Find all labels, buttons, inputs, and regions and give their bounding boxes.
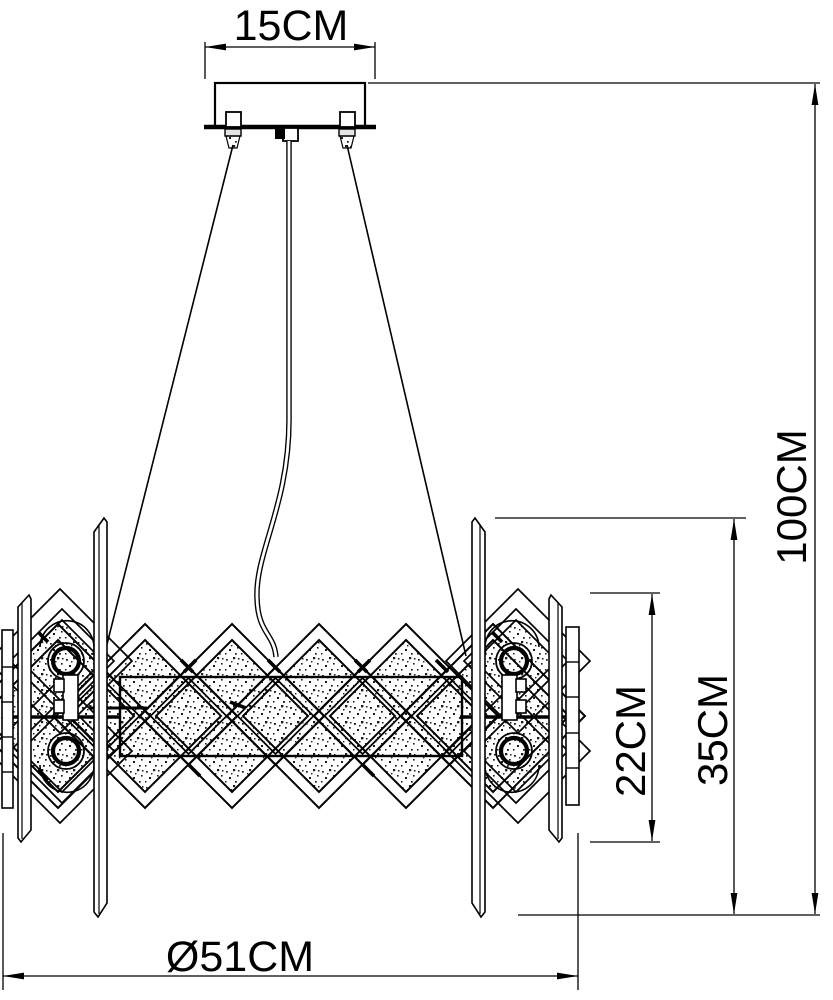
sparkle-accent — [266, 658, 282, 674]
dim-diameter-label: Ø51CM — [166, 933, 314, 981]
sparkle-accent — [186, 762, 202, 778]
sparkle-accent — [36, 768, 50, 782]
cable-riser — [225, 111, 242, 128]
lamp-ring-outer — [495, 732, 533, 770]
sparkle-accent — [360, 762, 376, 778]
sparkle-accent — [179, 658, 195, 674]
cable-gland-cone — [225, 135, 241, 149]
arrowhead — [648, 820, 656, 841]
lamp-ring-inner — [50, 735, 82, 767]
cable-riser — [339, 111, 356, 128]
bracket-lug — [53, 699, 65, 714]
glass-blade-tall — [471, 516, 486, 919]
power-cord — [254, 141, 292, 658]
cord-core — [255, 141, 291, 658]
bracket-lug — [515, 678, 527, 693]
arrowhead — [648, 594, 656, 615]
cord-block — [282, 127, 299, 142]
right-end-assembly — [460, 516, 580, 919]
dim-fixture-height-group: 35CM — [495, 517, 746, 914]
sparkle-accent — [229, 700, 247, 710]
sparkle-accent — [490, 630, 504, 644]
dim-overall-height-group: 100CM — [368, 82, 820, 916]
dimension-annotations: 15CM 100CM 35CM 22CM — [2, 2, 820, 990]
dim-band-height-group: 22CM — [590, 592, 660, 843]
dim-diameter-group: Ø51CM — [2, 833, 579, 990]
glass-blade-tall — [93, 516, 108, 919]
segmented-strip — [565, 626, 580, 806]
arrowhead — [3, 972, 24, 980]
sparkle-accent — [36, 630, 50, 644]
segmented-strip — [1, 629, 14, 809]
cable-left — [103, 144, 234, 657]
arrowhead — [354, 43, 375, 51]
arrowhead — [811, 84, 819, 105]
cord-outline — [254, 141, 292, 658]
bracket-lug — [53, 678, 65, 693]
glass-blade — [548, 593, 563, 844]
lamp-ring-inner — [498, 645, 530, 677]
bracket-body — [501, 674, 518, 721]
dim-band-height-label: 22CM — [607, 685, 654, 797]
canopy — [204, 81, 376, 149]
sparkle-accent — [434, 658, 450, 674]
dim-canopy-width-group: 15CM — [204, 2, 376, 79]
lamp-ring-outer — [47, 732, 85, 770]
arrowhead — [811, 893, 819, 914]
dim-fixture-height-label: 35CM — [689, 674, 736, 786]
cable-gland-nut — [224, 128, 242, 137]
arrowhead — [557, 972, 578, 980]
arrowhead — [205, 43, 226, 51]
sparkle-accent — [182, 658, 198, 674]
arrowhead — [730, 519, 738, 540]
cable-right — [346, 144, 467, 657]
dim-overall-height-label: 100CM — [768, 429, 815, 564]
sparkle-accent — [353, 658, 369, 674]
sparkle-accent — [356, 658, 372, 674]
left-end-assembly — [1, 516, 147, 919]
arrowhead — [730, 893, 738, 914]
sparkle-accents — [36, 630, 504, 782]
suspension-cables — [103, 144, 467, 657]
dim-canopy-width-label: 15CM — [234, 2, 349, 50]
lamp-ring-inner — [498, 735, 530, 767]
cable-gland-cone — [339, 135, 355, 149]
bracket-body — [62, 674, 79, 721]
glass-blade — [17, 593, 32, 844]
lamp-ring-inner — [50, 645, 82, 677]
cable-gland-nut — [338, 128, 356, 137]
cord-clamp — [275, 129, 285, 139]
bracket-lug — [515, 699, 527, 714]
